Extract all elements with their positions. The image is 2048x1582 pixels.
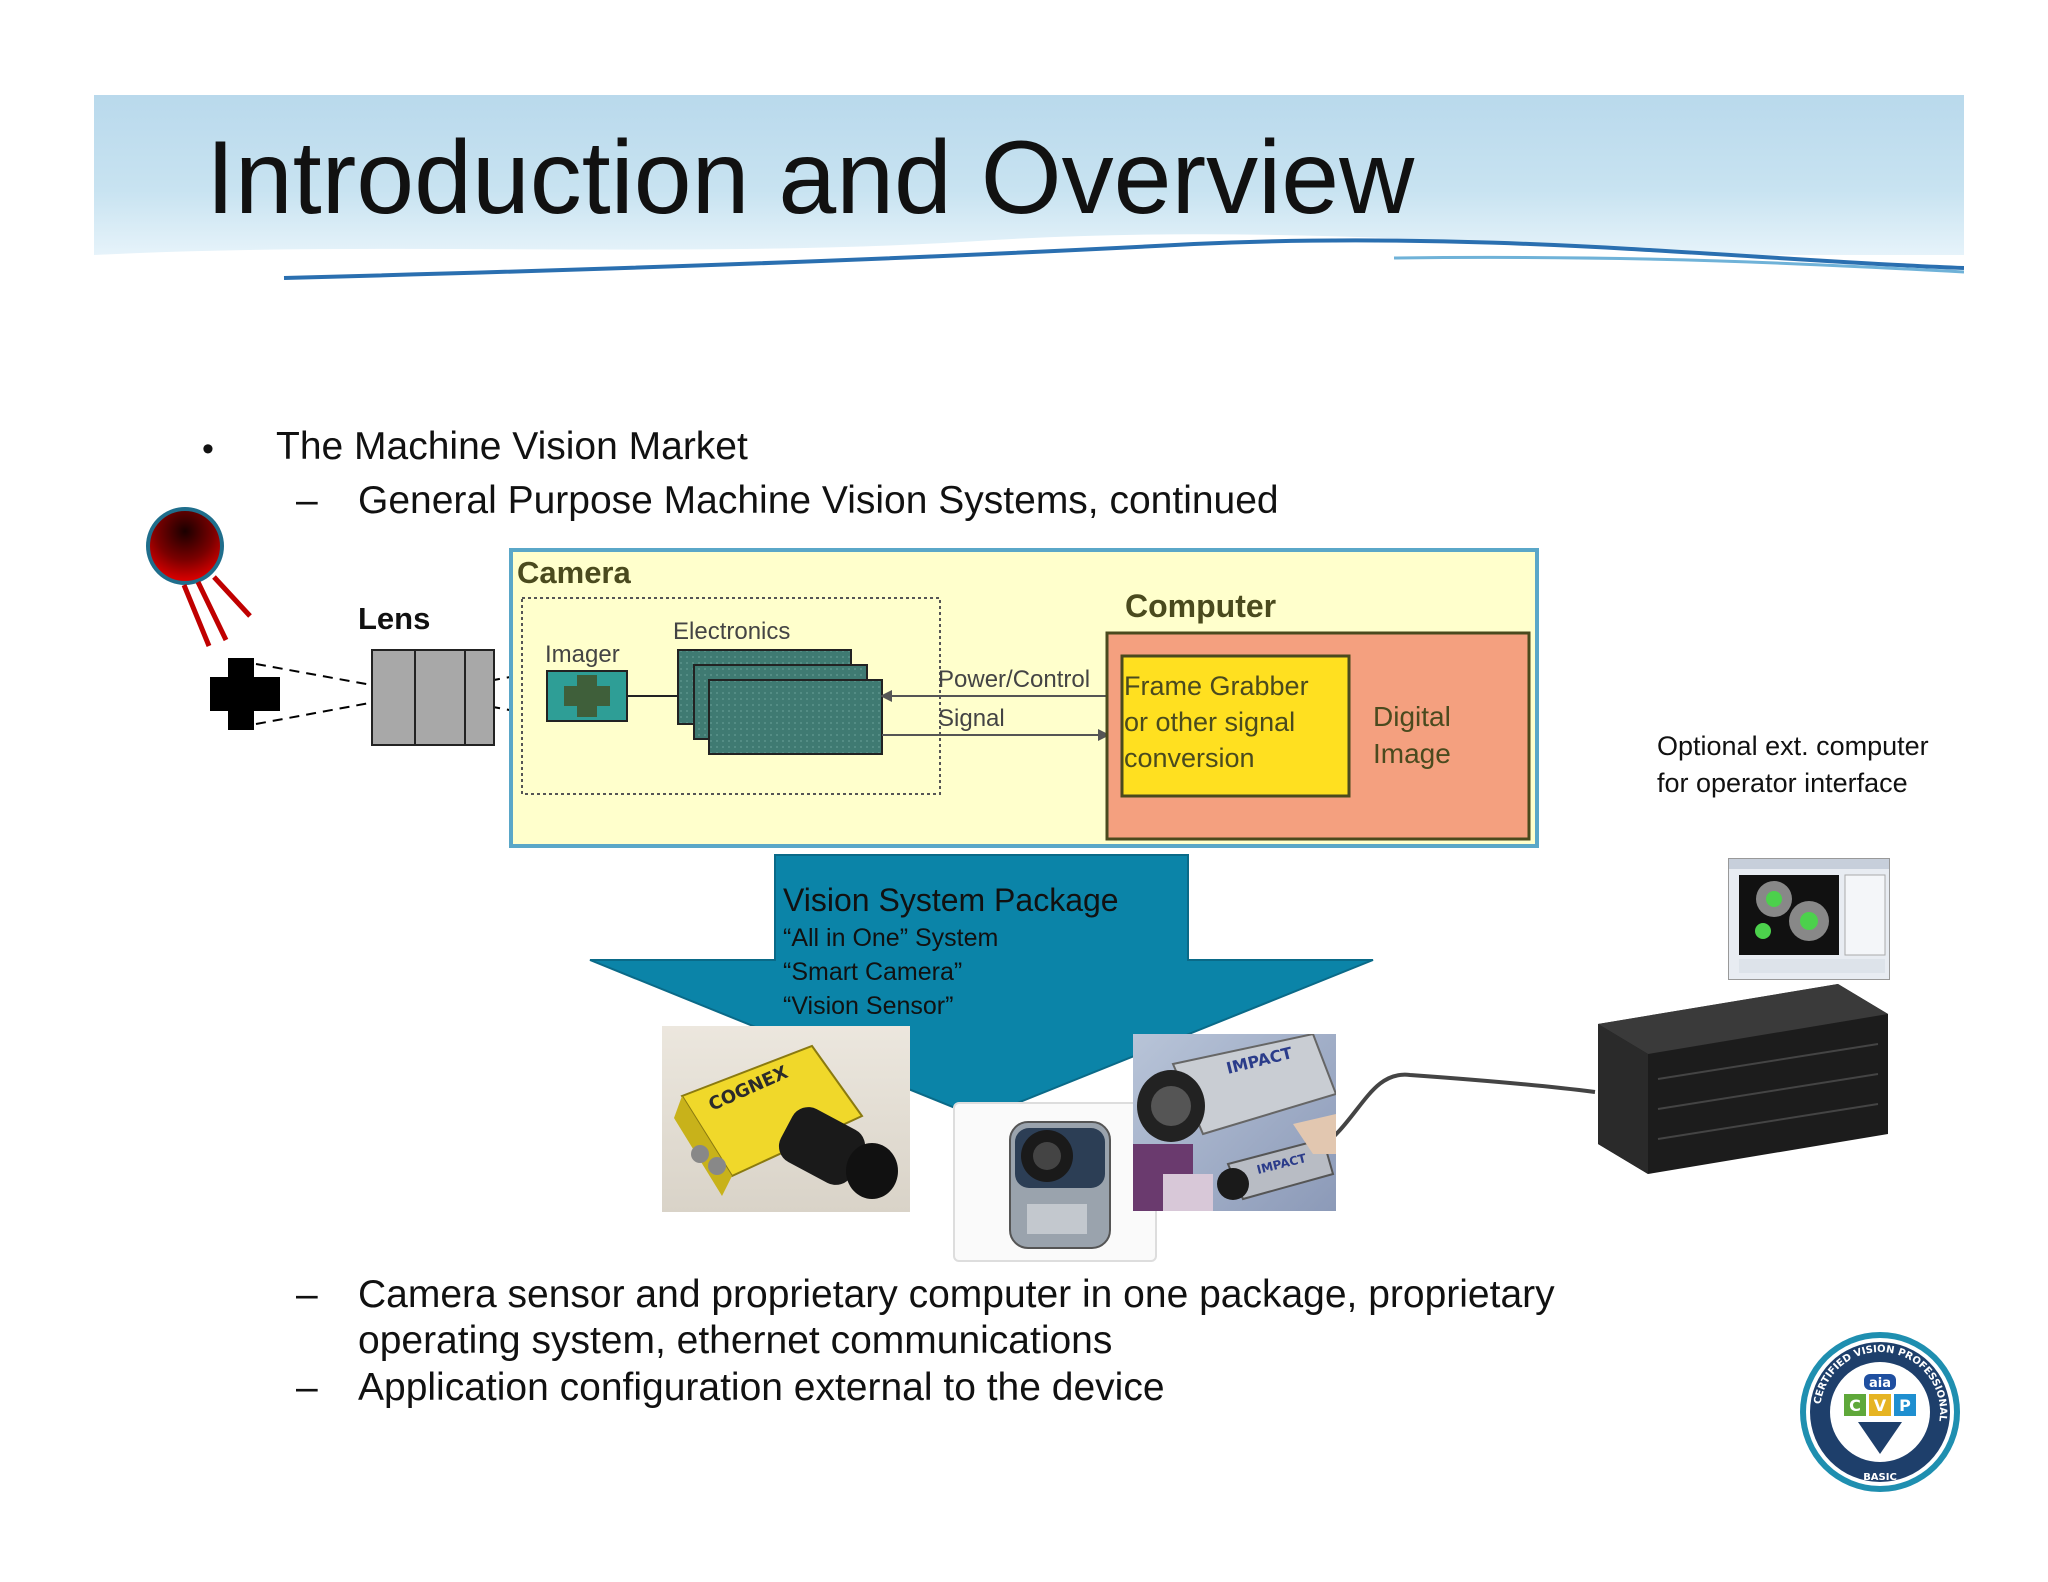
signal-label: Signal [938, 705, 1005, 732]
dash-marker: – [296, 479, 318, 522]
object-cross-icon [210, 658, 280, 730]
ni-smart-camera-photo [953, 1102, 1157, 1262]
computer-label: Computer [1125, 588, 1277, 624]
impact-camera-photo: IMPACT IMPACT [1133, 1034, 1336, 1211]
badge-letter: V [1874, 1396, 1887, 1415]
bullet-marker: • [202, 430, 214, 468]
digital-image-label: Digital Image [1373, 701, 1451, 769]
industrial-pc-photo [1588, 984, 1888, 1174]
camera-label: Camera [517, 555, 631, 590]
ethernet-cable [1316, 1072, 1596, 1152]
package-line: “Vision Sensor” [783, 992, 954, 1020]
lens-icon [371, 649, 495, 746]
frame-grabber-label: Frame Grabber or other signal conversion [1124, 671, 1309, 773]
imager-label: Imager [545, 641, 620, 668]
optical-path [255, 663, 549, 725]
sub-bullet-general-purpose: General Purpose Machine Vision Systems, … [358, 479, 1279, 522]
optional-computer-label: Optional ext. computer for operator inte… [1657, 731, 1929, 798]
electronics-icon [677, 649, 883, 755]
power-control-arrow [880, 690, 1108, 702]
sub-bullet-application-config: Application configuration external to th… [358, 1366, 1165, 1409]
imager-icon [546, 670, 628, 722]
power-control-label: Power/Control [938, 666, 1091, 693]
badge-letter: P [1899, 1396, 1911, 1415]
badge-level-text: BASIC [1863, 1472, 1897, 1483]
sub-bullet-camera-sensor: Camera sensor and proprietary computer i… [358, 1273, 1555, 1362]
dash-marker: – [296, 1366, 318, 1409]
electronics-label: Electronics [673, 618, 791, 645]
dash-marker: – [296, 1273, 318, 1316]
title-banner [94, 95, 1964, 255]
lens-label: Lens [358, 601, 431, 636]
page-title: Introduction and Overview [206, 120, 1415, 236]
badge-letter: C [1849, 1396, 1861, 1415]
package-title: Vision System Package [783, 882, 1119, 918]
signal-arrow [882, 729, 1110, 741]
operator-interface-screenshot [1728, 858, 1890, 980]
package-line: “Smart Camera” [783, 958, 963, 986]
light-source-icon [146, 507, 252, 647]
bullet-main: The Machine Vision Market [276, 425, 748, 468]
cognex-camera-photo: COGNEX [662, 1026, 910, 1212]
banner-wave [94, 234, 1964, 290]
package-line: “All in One” System [783, 924, 999, 952]
badge-logo-text: aia [1869, 1376, 1891, 1391]
cvp-badge-logo: CERTIFIED VISION PROFESSIONAL BASIC aia … [1800, 1332, 1960, 1492]
frame-grabber-box [1120, 654, 1351, 798]
